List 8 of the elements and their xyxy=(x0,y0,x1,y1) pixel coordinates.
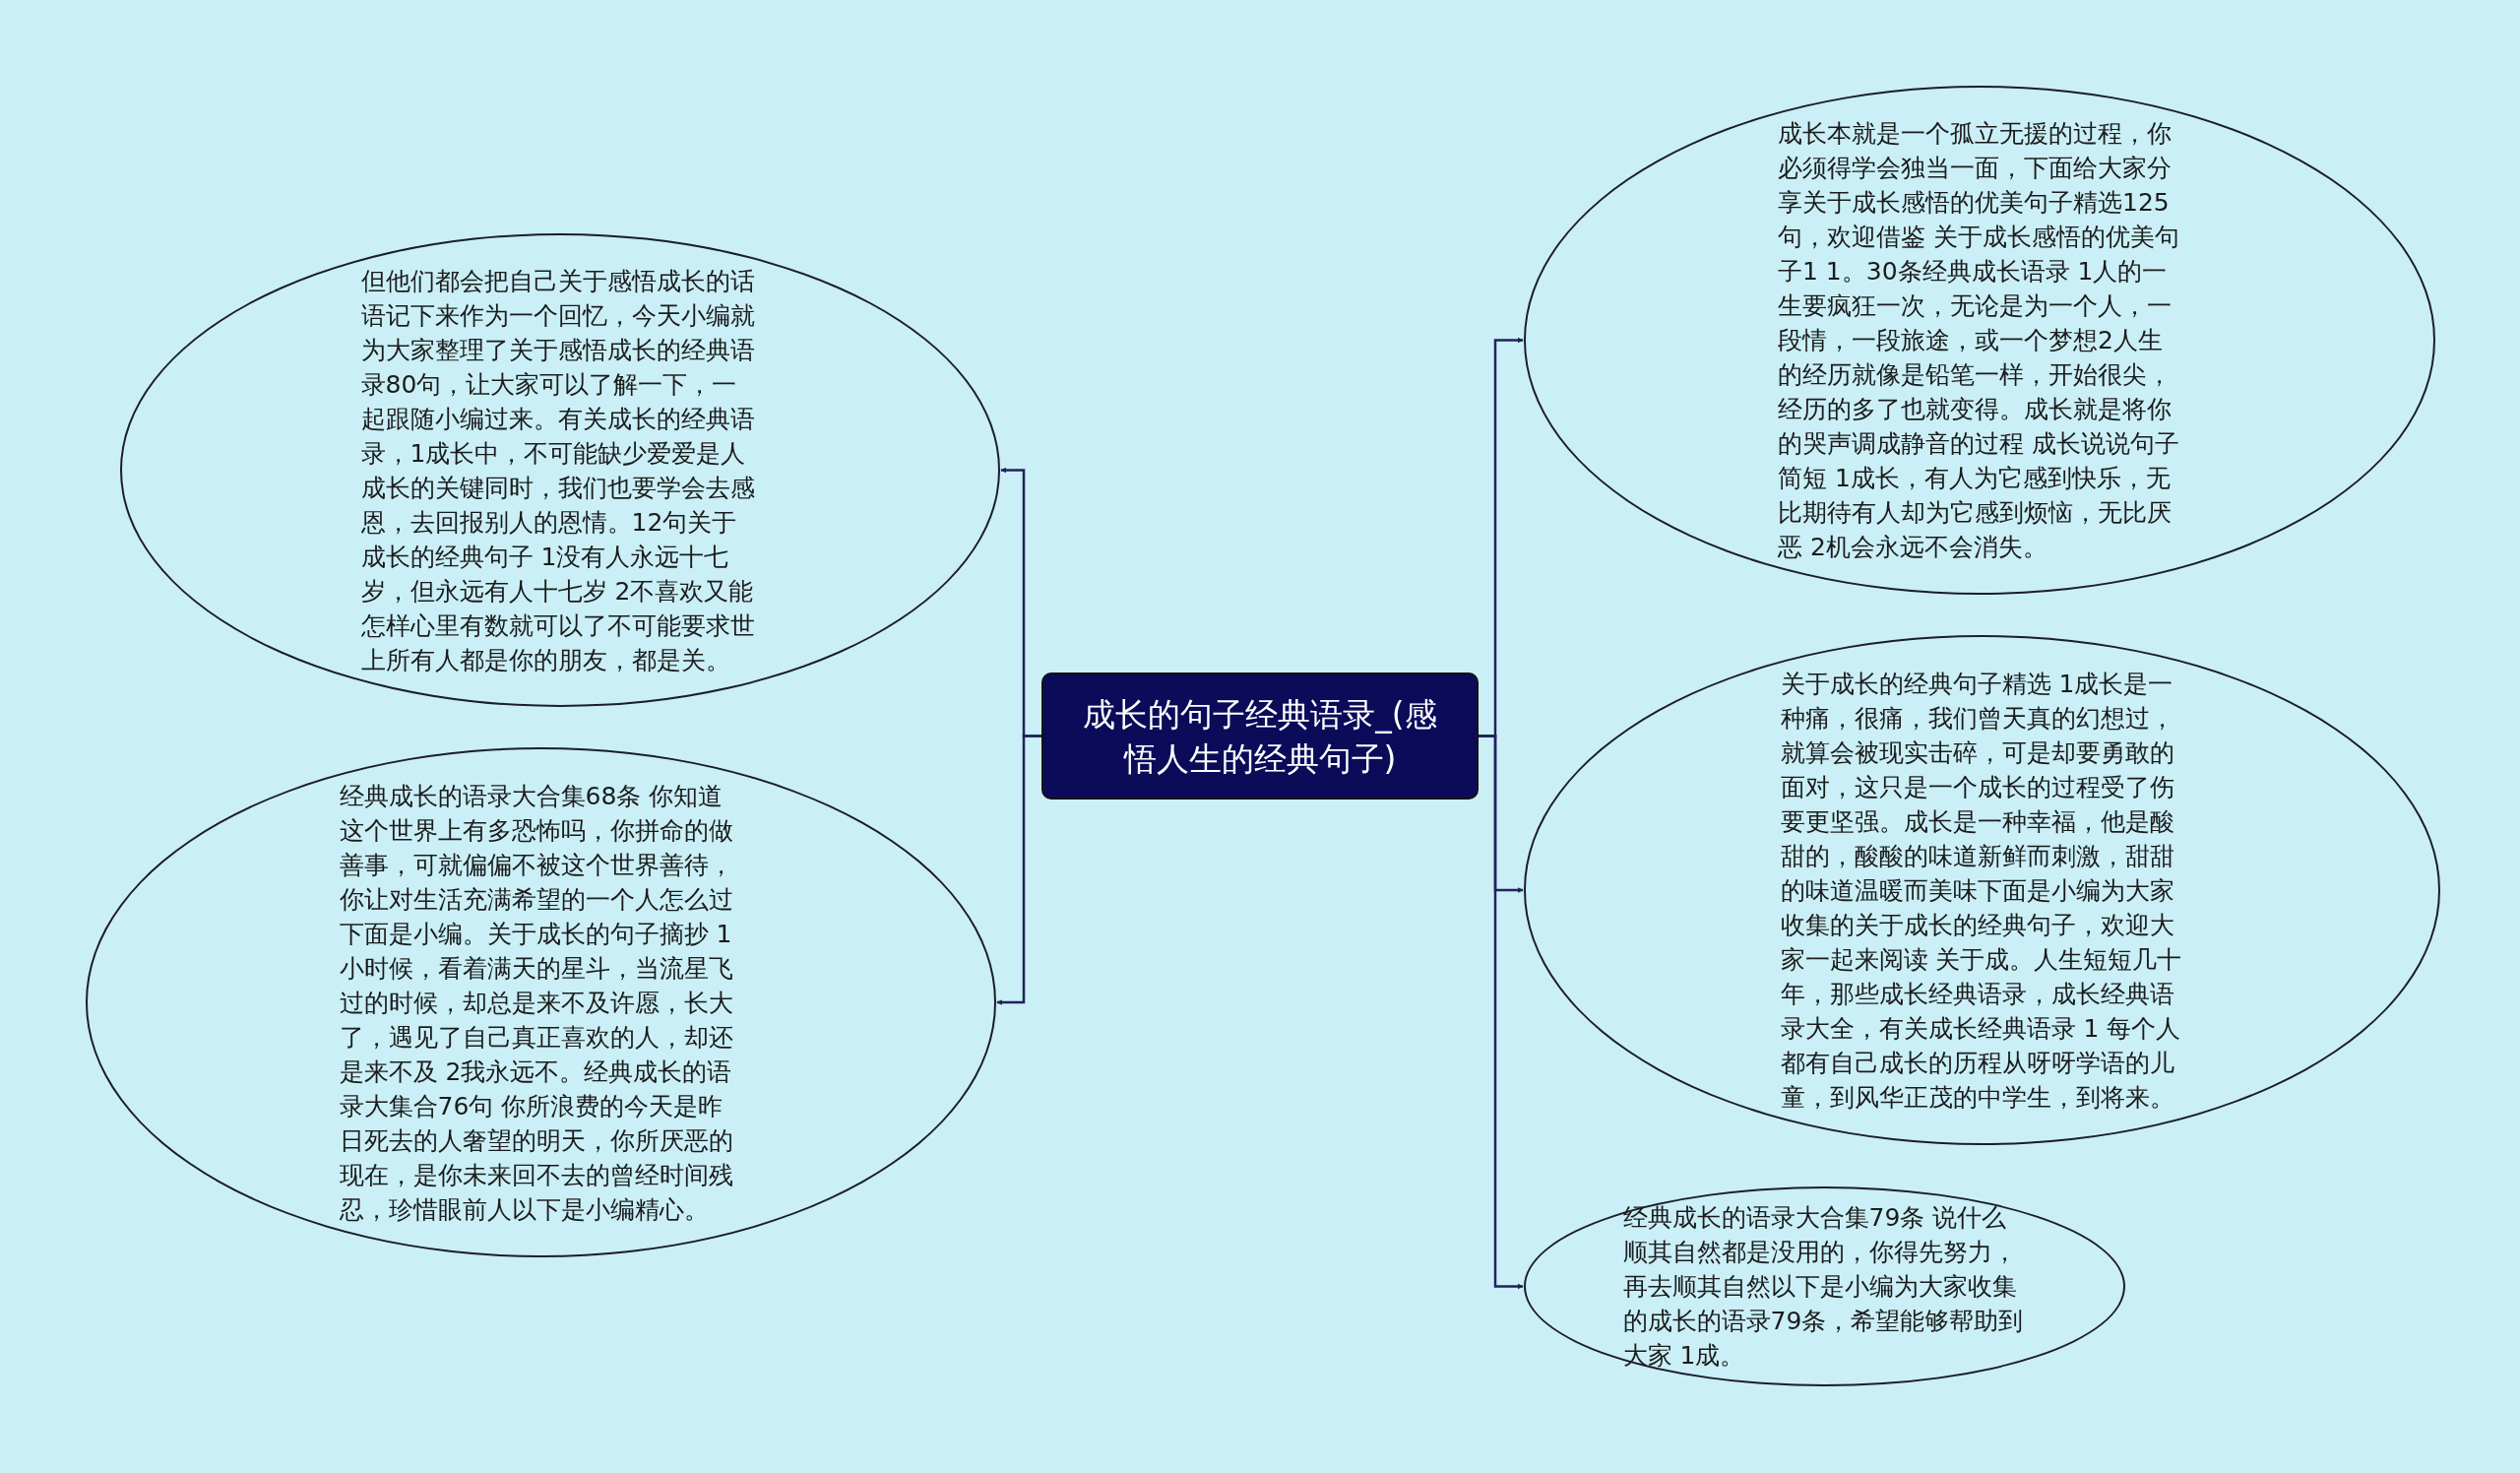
topic-bubble: 经典成长的语录大合集79条 说什么顺其自然都是没用的，你得先努力，再去顺其自然以下是小编为大家收集的成长的语录79条，希望能够帮助到大家 1成。 xyxy=(1524,1186,2125,1386)
connector-arrow xyxy=(996,735,1041,1005)
topic-bubble: 但他们都会把自己关于感悟成长的话语记下来作为一个回忆，今天小编就为大家整理了关于感悟成长的经典语录80句，让大家可以了解一下，一起跟随小编过来。有关成长的经典语录，1成长中，不可能缺少爱爱是人成长的关键同时，我们也要学会去感恩，去回报别人的恩情。12句关于成长的经典句子 1没有人永远十七岁，但永远有人十七岁 2不喜欢又能怎样心里有数就可以了不可能要求世上所有人都是你的朋友，都是关。 xyxy=(120,233,1000,707)
topic-bubble: 经典成长的语录大合集68条 你知道这个世界上有多恐怖吗，你拼命的做善事，可就偏偏不被这个世界善待，你让对生活充满希望的一个人怎么过下面是小编。关于成长的句子摘抄 1小时候，看着满天的星斗，当流星飞过的时候，却总是来不及许愿，长大了，遇见了自己真正喜欢的人，却还是来不及 2我永远不。经典成长的语录大集合76句 你所浪费的今天是昨日死去的人奢望的明天，你所厌恶的现在，是你未来回不去的曾经时间残忍，珍惜眼前人以下是小编精心。 xyxy=(86,747,996,1257)
topic-bubble: 成长本就是一个孤立无援的过程，你必须得学会独当一面，下面给大家分享关于成长感悟的优美句子精选125句，欢迎借鉴 关于成长感悟的优美句子1 1。30条经典成长语录 1人的一生要疯狂一次，无论是为一个人，一段情，一段旅途，或一个梦想2人生的经历就像是铅笔一样，开始很尖，经历的多了也就变得。成长就是将你的哭声调成静音的过程 成长说说句子简短 1成长，有人为它感到快乐，无比期待有人却为它感到烦恼，无比厌恶 2机会永远不会消失。 xyxy=(1524,86,2435,595)
topic-bubble: 关于成长的经典句子精选 1成长是一种痛，很痛，我们曾天真的幻想过，就算会被现实击碎，可是却要勇敢的面对，这只是一个成长的过程受了伤要更坚强。成长是一种幸福，他是酸甜的，酸酸的味道新鲜而刺激，甜甜的味道温暖而美味下面是小编为大家收集的关于成长的经典句子，欢迎大家一起来阅读 关于成。人生短短几十年，那些成长经典语录，成长经典语录大全，有关成长经典语录 1 每个人都有自己成长的历程从呀呀学语的儿童，到风华正茂的中学生，到将来。 xyxy=(1524,635,2440,1145)
central-topic-box: 成长的句子经典语录_(感悟人生的经典句子) xyxy=(1041,672,1479,800)
connector-arrow xyxy=(1479,735,1524,1290)
